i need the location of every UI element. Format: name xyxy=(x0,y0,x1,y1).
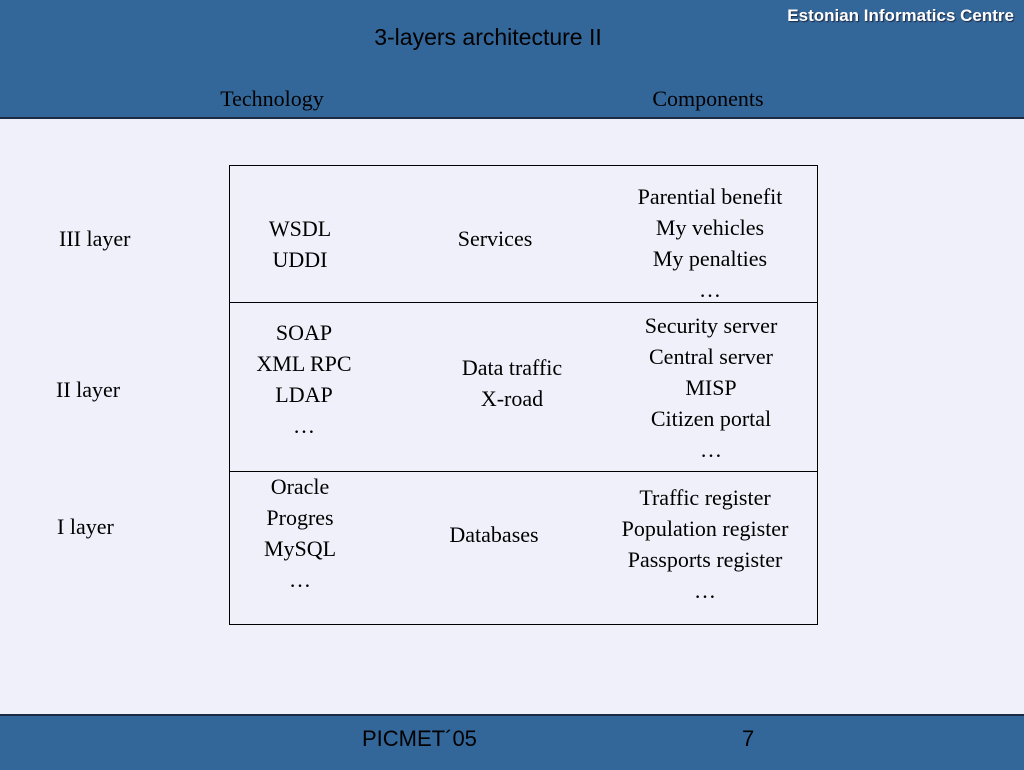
category-item: Data traffic xyxy=(461,355,563,380)
technology-item: LDAP xyxy=(275,382,333,407)
technology-item: Oracle xyxy=(270,474,330,499)
architecture-table xyxy=(229,165,818,625)
component-item: MISP xyxy=(685,375,737,400)
slide-footer: PICMET´05 7 xyxy=(0,714,1024,770)
component-item: Population register xyxy=(621,516,789,541)
row-divider xyxy=(229,302,818,303)
page-number: 7 xyxy=(742,726,755,751)
technology-item: UDDI xyxy=(272,247,328,272)
column-header-components: Components xyxy=(652,86,764,111)
layer-label-iii: III layer xyxy=(59,226,131,251)
category-cell-i: Databases xyxy=(424,519,564,550)
technology-cell-ii: SOAP XML RPC LDAP … xyxy=(234,317,374,441)
technology-cell-iii: WSDL UDDI xyxy=(230,213,370,275)
components-cell-iii: Parential benefit My vehicles My penalti… xyxy=(605,181,815,305)
component-item: Citizen portal xyxy=(650,406,772,431)
component-item: Passports register xyxy=(627,547,783,572)
category-cell-iii: Services xyxy=(425,223,565,254)
category-cell-ii: Data traffic X-road xyxy=(442,352,582,414)
component-item: Security server xyxy=(644,313,778,338)
technology-item: XML RPC xyxy=(256,351,352,376)
column-header-technology: Technology xyxy=(220,86,324,111)
component-item: … xyxy=(699,277,721,302)
category-item: Databases xyxy=(449,522,539,547)
component-item: Parential benefit xyxy=(637,184,783,209)
category-item: Services xyxy=(457,226,533,251)
technology-item: Progres xyxy=(266,505,334,530)
component-item: My vehicles xyxy=(655,215,765,240)
component-item: … xyxy=(700,437,722,462)
technology-item: … xyxy=(293,413,315,438)
layer-label-ii: II layer xyxy=(56,377,121,402)
footer-text: PICMET´05 xyxy=(362,726,477,751)
technology-item: WSDL xyxy=(268,216,332,241)
technology-item: … xyxy=(289,567,311,592)
components-cell-ii: Security server Central server MISP Citi… xyxy=(606,310,816,465)
component-item: Central server xyxy=(649,344,773,369)
technology-item: MySQL xyxy=(263,536,337,561)
component-item: … xyxy=(694,578,716,603)
category-item: X-road xyxy=(480,386,544,411)
component-item: My penalties xyxy=(652,246,768,271)
layer-label-i: I layer xyxy=(57,514,114,539)
slide-header: Estonian Informatics Centre 3-layers arc… xyxy=(0,0,1024,119)
row-divider xyxy=(229,471,818,472)
component-item: Traffic register xyxy=(639,485,771,510)
components-cell-i: Traffic register Population register Pas… xyxy=(600,482,810,606)
technology-item: SOAP xyxy=(275,320,333,345)
organization-name: Estonian Informatics Centre xyxy=(787,6,1014,25)
slide-title: 3-layers architecture II xyxy=(374,24,602,50)
technology-cell-i: Oracle Progres MySQL … xyxy=(230,471,370,595)
